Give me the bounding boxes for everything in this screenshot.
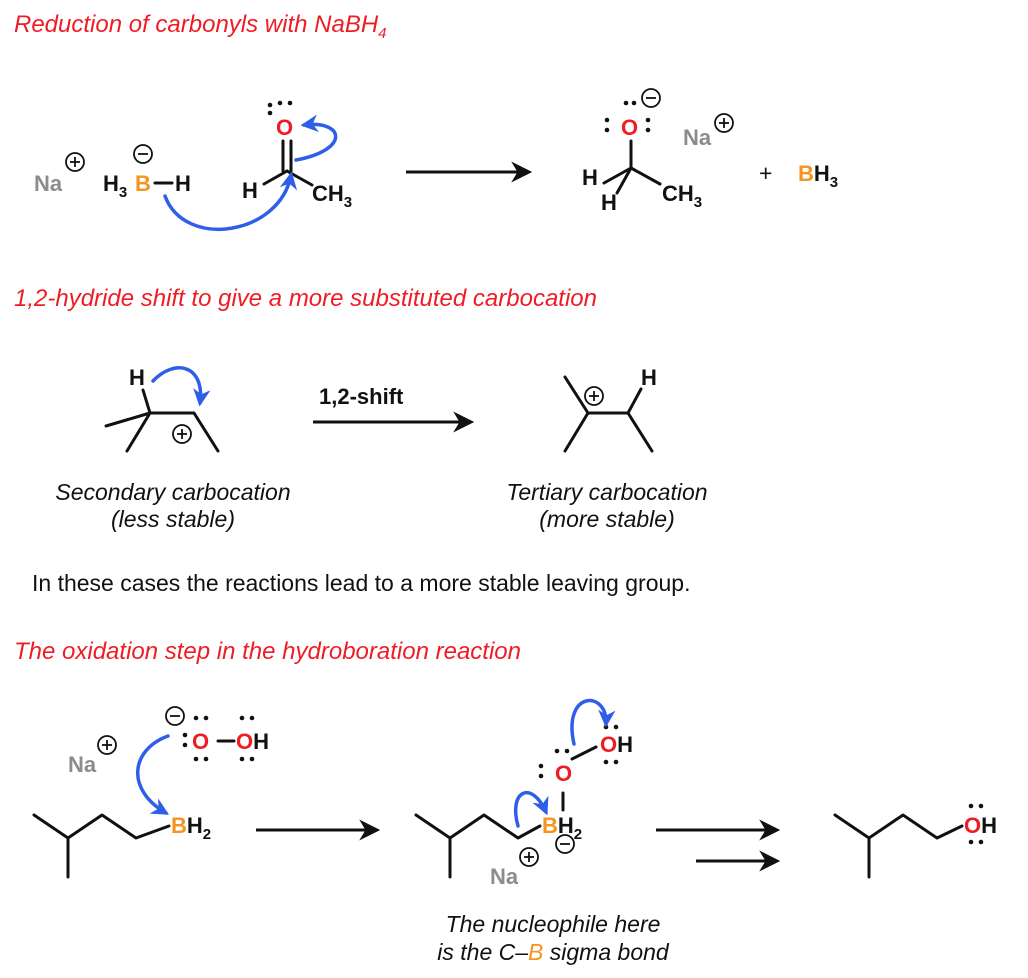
carbonyl-oxygen: O [276, 115, 293, 140]
hydride-shift-title: 1,2-hydride shift to give a more substit… [14, 285, 597, 312]
borohydride-hydride: H [175, 171, 191, 196]
isopentyl-chain [32, 813, 171, 840]
nucleophile-caption-line1: The nucleophile here [446, 911, 661, 937]
summary-note: In these cases the reactions lead to a m… [32, 570, 690, 596]
migrating-hydrogen: H [129, 365, 145, 390]
carbonyl-methyl: CH3 [312, 181, 352, 211]
minus-charge-icon [133, 144, 153, 164]
c-h-bond [141, 388, 152, 415]
c-c-bond [626, 411, 654, 453]
plus-charge-icon [519, 847, 539, 867]
borate-oxygen: O [555, 761, 572, 786]
tertiary-caption-line2: (more stable) [539, 506, 674, 532]
secondary-caption-line2: (less stable) [111, 506, 235, 532]
c-h-bond [615, 166, 633, 195]
reduction-title: Reduction of carbonyls with NaBH4 [14, 11, 387, 42]
nucleophile-caption-line2: is the C–B sigma bond [437, 939, 670, 965]
hydroxyl-group: OH [236, 729, 269, 754]
leaving-hydroxyl: OH [600, 732, 633, 757]
plus-charge-icon [172, 424, 192, 444]
plus-charge-icon [65, 152, 85, 172]
sodium-label: Na [68, 752, 97, 777]
borohydride-h3: H3 [103, 171, 127, 201]
sodium-label: Na [490, 864, 519, 889]
alkoxide-hydrogen: H [582, 165, 598, 190]
carbonyl-hydrogen: H [242, 178, 258, 203]
peroxide-attack-arrow [136, 734, 170, 815]
methyl-bond [563, 411, 590, 453]
c-ch3-bond [629, 166, 662, 186]
isopentyl-chain [833, 813, 964, 840]
shift-arrow-label: 1,2-shift [319, 384, 404, 409]
isopentyl-chain [414, 813, 542, 840]
borane-group: BH2 [171, 813, 211, 843]
tertiary-caption-line1: Tertiary carbocation [506, 479, 707, 505]
c-h-bond [262, 169, 289, 186]
plus-charge-icon [584, 386, 604, 406]
alkoxide-oxygen: O [621, 115, 638, 140]
plus-charge-icon [714, 113, 734, 133]
alcohol-hydroxyl: OH [964, 813, 997, 838]
o-o-bond [570, 745, 598, 761]
peroxide-oxygen: O [192, 729, 209, 754]
oo-bond-cleavage-arrow [570, 698, 616, 746]
alkyl-migration-arrow [513, 791, 549, 828]
alkoxide-hydrogen: H [601, 190, 617, 215]
product-hydrogen: H [641, 365, 657, 390]
plus-charge-icon [97, 735, 117, 755]
hydride-attack-arrow [163, 171, 298, 231]
minus-charge-icon [641, 88, 661, 108]
alkoxide-methyl: CH3 [662, 181, 702, 211]
plus-sign: + [759, 160, 772, 186]
sodium-label: Na [683, 125, 712, 150]
minus-charge-icon [555, 834, 575, 854]
chain-bonds [104, 411, 220, 453]
c-h-bond [626, 387, 643, 415]
minus-charge-icon [165, 706, 185, 726]
borate-group: BH2 [542, 813, 582, 843]
oxidation-title: The oxidation step in the hydroboration … [14, 638, 521, 665]
borane-byproduct: BH3 [798, 161, 838, 191]
borohydride-boron: B [135, 171, 151, 196]
secondary-caption-line1: Secondary carbocation [55, 479, 290, 505]
hydride-shift-arrow [151, 366, 211, 407]
pi-bond-arrow [294, 114, 338, 162]
branch-bond [125, 411, 152, 453]
sodium-label: Na [34, 171, 63, 196]
methyl-bond [563, 375, 590, 415]
c-h-bond [602, 166, 633, 185]
